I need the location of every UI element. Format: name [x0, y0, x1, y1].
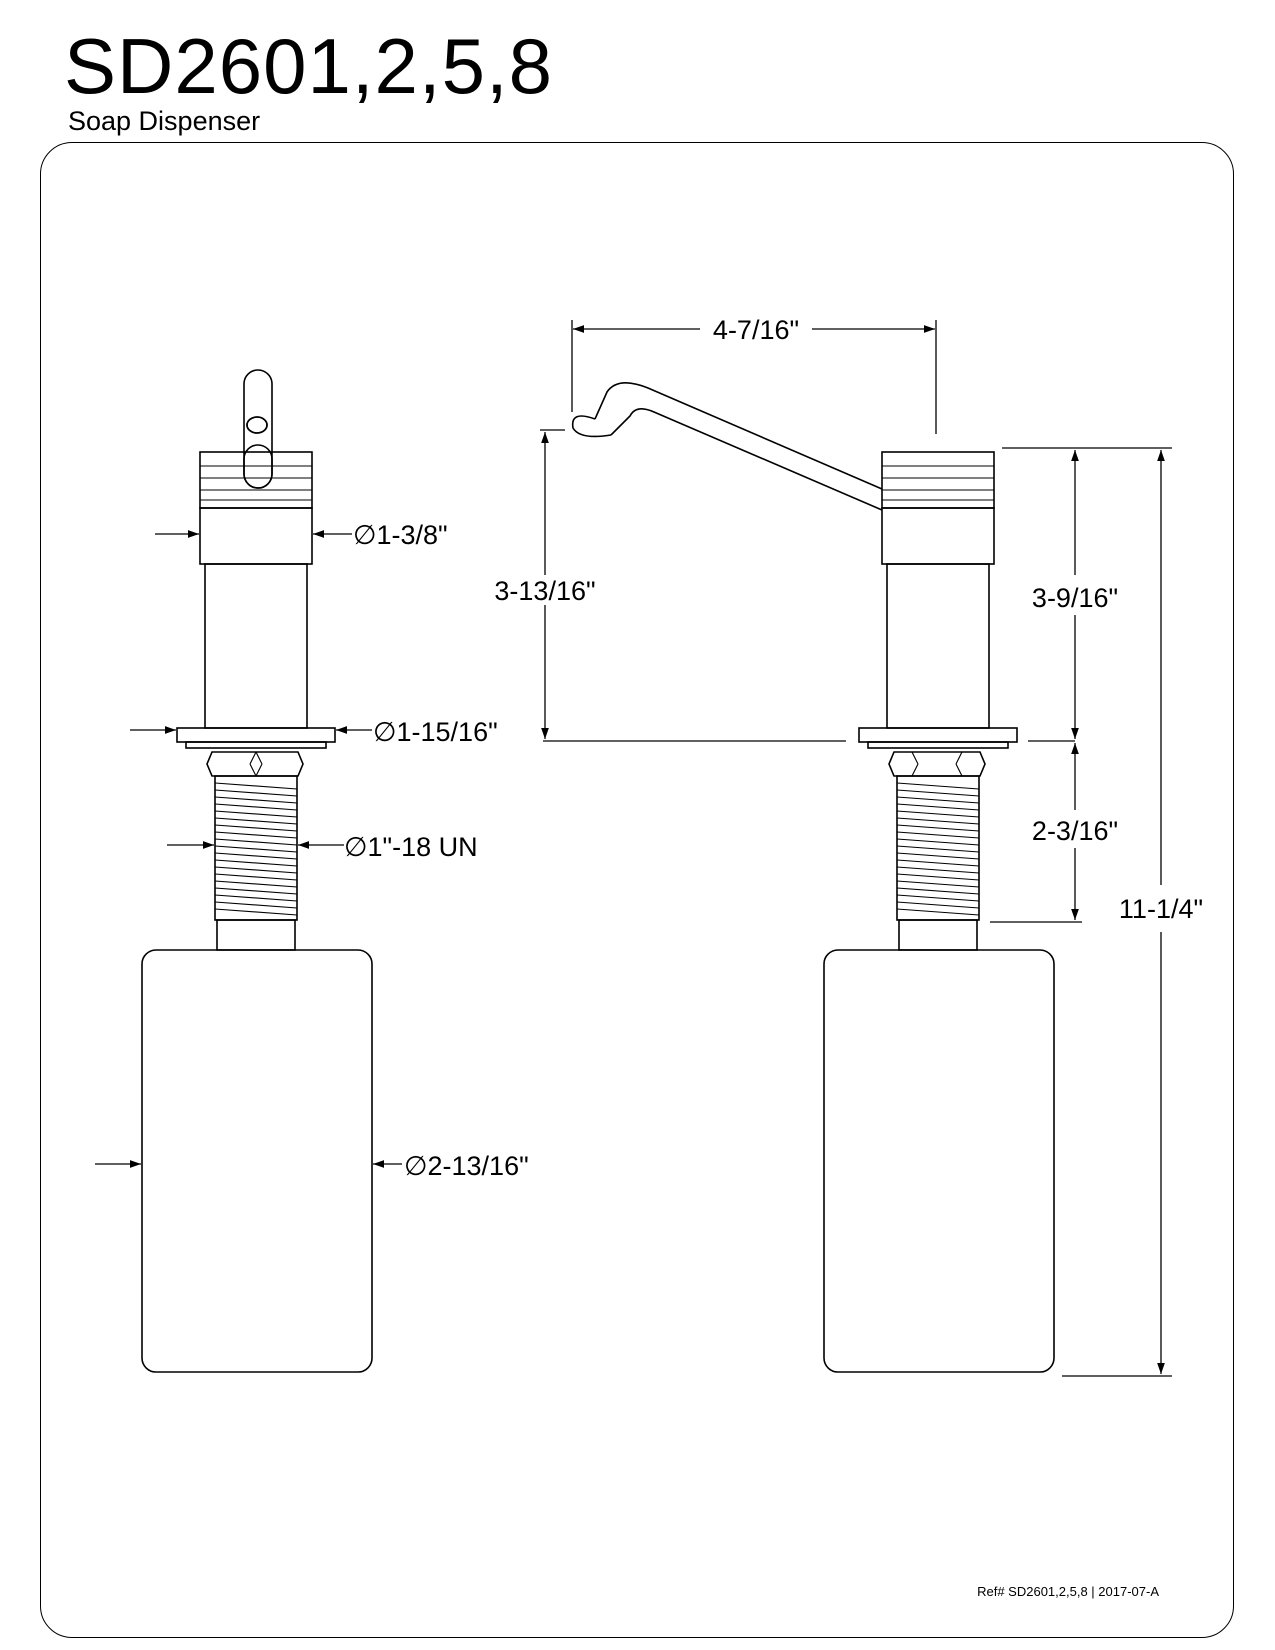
- extension-lines: [540, 320, 1172, 1377]
- bottle-neck: [216, 919, 296, 951]
- bottle-diameter-label: ∅2-13/16": [404, 1151, 529, 1181]
- thread-spec-label: ∅1"-18 UN: [344, 832, 478, 862]
- mounting-flange: [858, 727, 1018, 749]
- flange-diameter-label: ∅1-15/16": [373, 717, 498, 747]
- spout-reach-label: 4-7/16": [713, 315, 799, 345]
- overall-height-label: 11-1/4": [1119, 894, 1203, 924]
- head-diameter-label: ∅1-3/8": [353, 520, 448, 550]
- pump-head: [199, 416, 313, 565]
- drawing-frame: [40, 142, 1234, 1638]
- body-column: [886, 563, 990, 729]
- page-title: SD2601,2,5,8: [64, 22, 554, 110]
- mounting-flange: [176, 727, 336, 749]
- drawing-reference: Ref# SD2601,2,5,8 | 2017-07-A: [977, 1584, 1159, 1599]
- page-subtitle: Soap Dispenser: [68, 106, 261, 136]
- shank-length-label: 2-3/16": [1032, 816, 1118, 846]
- side-view: [571, 382, 1055, 1373]
- body-column: [204, 563, 308, 729]
- pump-head: [881, 451, 995, 565]
- soap-bottle: [823, 949, 1055, 1373]
- threaded-shank: [896, 775, 980, 921]
- front-view: [141, 369, 373, 1373]
- spout-height-label: 3-13/16": [494, 576, 595, 606]
- soap-bottle: [141, 949, 373, 1373]
- body-height-label: 3-9/16": [1032, 583, 1118, 613]
- threaded-shank: [214, 775, 298, 921]
- side-dimension-arrows: [541, 325, 1165, 1374]
- hex-nut: [888, 751, 986, 777]
- spout: [571, 382, 883, 511]
- hex-nut: [206, 751, 304, 777]
- bottle-neck: [898, 919, 978, 951]
- front-dimension-arrows: [95, 530, 402, 1168]
